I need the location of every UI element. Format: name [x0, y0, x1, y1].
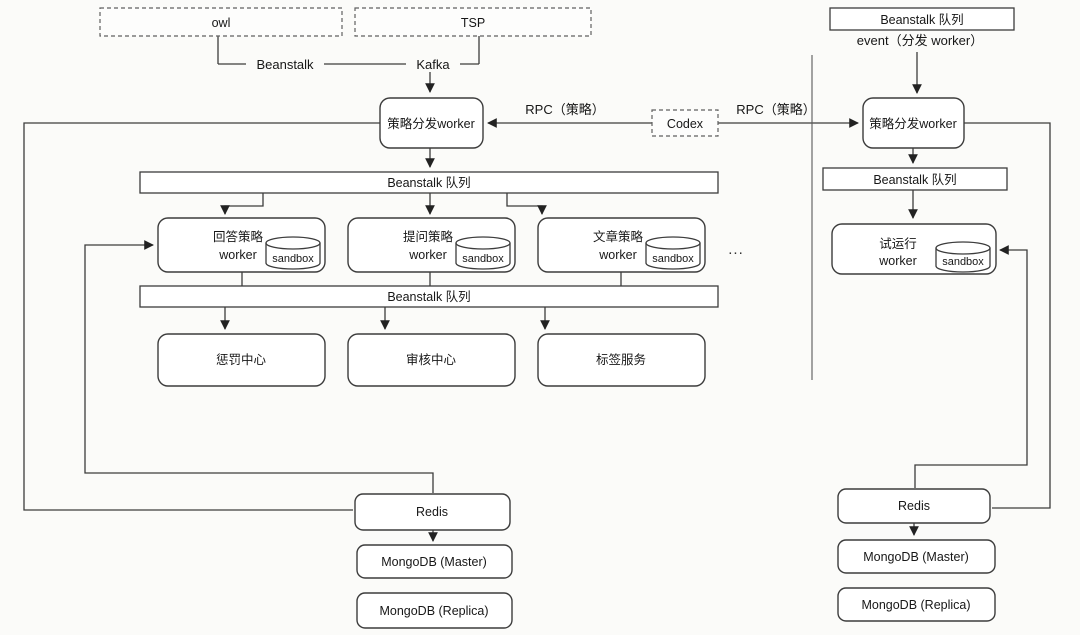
- owl-label: owl: [212, 16, 231, 30]
- sandbox-cylinder-1-top: [265, 236, 321, 250]
- mongo-master-main-box: [356, 544, 513, 579]
- kafka-edge-label: Kafka: [416, 57, 450, 72]
- mongo-master-right-box: [837, 539, 996, 574]
- edge-loop-redis-worker1: [84, 240, 434, 493]
- codex-label: Codex: [667, 117, 704, 131]
- dispatcher-main-box: [379, 97, 484, 149]
- codex: Codex: [651, 109, 719, 137]
- mongo-master-right-label: MongoDB (Master): [863, 550, 969, 564]
- worker-article-subtitle: worker: [598, 248, 637, 262]
- queue-right: Beanstalk 队列: [822, 167, 1008, 191]
- connectors: [23, 36, 1051, 542]
- worker-question: 提问策略 worker sandbox: [347, 217, 516, 273]
- sandbox-cylinder-2: [455, 243, 511, 270]
- sandbox-cylinder-1: [265, 243, 321, 270]
- rpc-left-label: RPC（策略）: [525, 102, 604, 117]
- kafka-label-mask: [406, 56, 460, 72]
- worker-trial-subtitle: worker: [878, 254, 917, 268]
- redis-right-box: [837, 488, 991, 524]
- edge-loop-redis-trial-r: [914, 245, 1028, 488]
- dispatcher-right: 策略分发worker: [862, 97, 965, 149]
- dispatcher-main-label: 策略分发worker: [387, 116, 475, 131]
- redis-right-label: Redis: [898, 499, 930, 513]
- mongo-master-main: MongoDB (Master): [356, 544, 513, 579]
- tsp-label: TSP: [461, 16, 485, 30]
- redis-right: Redis: [837, 488, 991, 524]
- mongo-master-right: MongoDB (Master): [837, 539, 996, 574]
- queue1-label: Beanstalk 队列: [387, 175, 470, 190]
- queue-top-right-label: Beanstalk 队列: [880, 12, 963, 27]
- worker-article-title: 文章策略: [593, 229, 644, 244]
- source-owl: owl: [99, 7, 343, 37]
- mongo-replica-right-label: MongoDB (Replica): [861, 598, 970, 612]
- sandbox-label-trial: sandbox: [942, 256, 984, 268]
- mongo-replica-main-box: [356, 592, 513, 629]
- queue2-box: [139, 285, 719, 308]
- worker-question-title: 提问策略: [403, 229, 454, 244]
- service-tag: 标签服务: [537, 333, 706, 387]
- sandbox-cylinder-3: [645, 243, 701, 270]
- worker-answer-title: 回答策略: [213, 229, 264, 244]
- more-workers-ellipsis: ...: [728, 241, 744, 258]
- redis-main-label: Redis: [416, 505, 448, 519]
- service-tag-label: 标签服务: [596, 352, 646, 367]
- worker-question-subtitle: worker: [408, 248, 447, 262]
- queue-right-box: [822, 167, 1008, 191]
- service-review: 审核中心: [347, 333, 516, 387]
- sandbox-cylinder-3-top: [645, 236, 701, 250]
- mongo-replica-main: MongoDB (Replica): [356, 592, 513, 629]
- queue-bar-2: Beanstalk 队列: [139, 285, 719, 308]
- mongo-replica-right-box: [837, 587, 996, 622]
- queue-top-right-box: [829, 7, 1015, 31]
- worker-trial: 试运行 worker sandbox: [831, 223, 997, 275]
- codex-box: [651, 109, 719, 137]
- beanstalk-edge-label: Beanstalk: [256, 57, 314, 72]
- redis-main-box: [354, 493, 511, 531]
- queue2-label: Beanstalk 队列: [387, 289, 470, 304]
- sandbox-label-2: sandbox: [462, 253, 504, 265]
- worker-answer-subtitle: worker: [218, 248, 257, 262]
- dispatcher-right-box: [862, 97, 965, 149]
- queue-bar-1: Beanstalk 队列: [139, 171, 719, 194]
- sandbox-cylinder-trial-top: [935, 241, 991, 255]
- queue-right-label: Beanstalk 队列: [873, 172, 956, 187]
- mongo-master-main-label: MongoDB (Master): [381, 555, 487, 569]
- service-review-box: [347, 333, 516, 387]
- dispatcher-main: 策略分发worker: [379, 97, 484, 149]
- tsp-box: [354, 7, 592, 37]
- sandbox-cylinder-trial: [935, 248, 991, 273]
- edge-loop-dispatcher-redis-r: [964, 122, 1051, 509]
- worker-trial-title: 试运行: [879, 236, 917, 251]
- service-review-label: 审核中心: [406, 352, 457, 367]
- service-tag-box: [537, 333, 706, 387]
- edge-queue1-worker3: [506, 193, 547, 215]
- queue-top-right: Beanstalk 队列: [829, 7, 1015, 31]
- service-punish: 惩罚中心: [157, 333, 326, 387]
- queue1-box: [139, 171, 719, 194]
- sandbox-label-3: sandbox: [652, 253, 694, 265]
- worker-answer: 回答策略 worker sandbox: [157, 217, 326, 273]
- event-edge-label: event（分发 worker）: [857, 33, 983, 48]
- service-punish-box: [157, 333, 326, 387]
- edge-loop-dispatcher-redis: [23, 122, 380, 511]
- rpc-right-label: RPC（策略）: [736, 102, 815, 117]
- mongo-replica-right: MongoDB (Replica): [837, 587, 996, 622]
- redis-main: Redis: [354, 493, 511, 531]
- service-punish-label: 惩罚中心: [216, 352, 267, 367]
- edge-queue1-worker1: [220, 193, 264, 215]
- worker-article: 文章策略 worker sandbox: [537, 217, 706, 273]
- sandbox-label-1: sandbox: [272, 253, 314, 265]
- sandbox-cylinder-2-top: [455, 236, 511, 250]
- mongo-replica-main-label: MongoDB (Replica): [379, 604, 488, 618]
- source-tsp: TSP: [354, 7, 592, 37]
- beanstalk-label-mask: [246, 56, 324, 72]
- owl-box: [99, 7, 343, 37]
- dispatcher-right-label: 策略分发worker: [869, 116, 957, 131]
